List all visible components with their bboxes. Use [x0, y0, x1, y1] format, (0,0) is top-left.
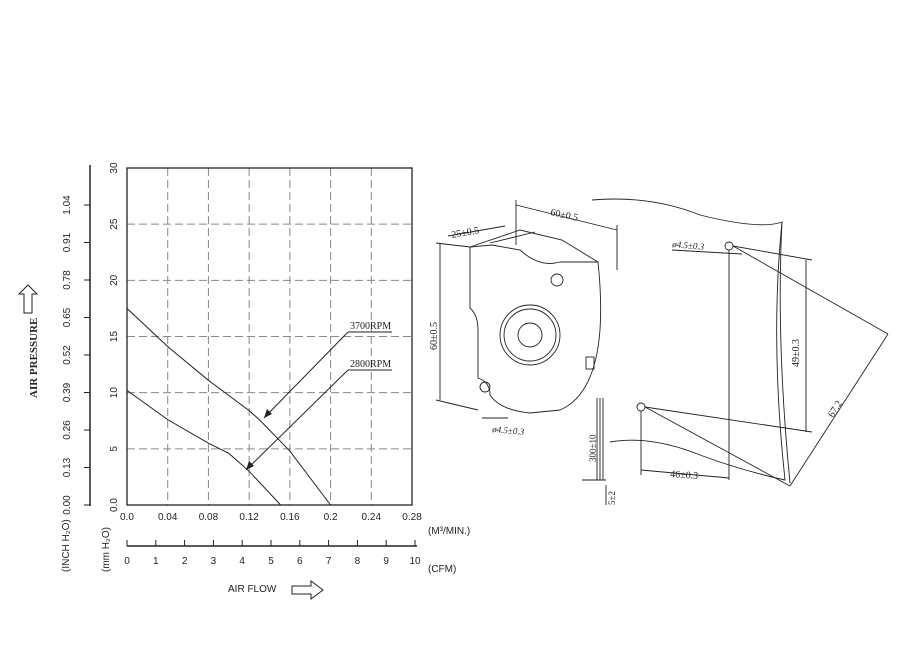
x-tick-label: 0.04 — [158, 512, 178, 523]
y-tick-label: 25 — [109, 218, 120, 230]
cfm-tick-label: 1 — [153, 556, 159, 567]
y2-tick-label: 0.13 — [62, 457, 73, 477]
y2-tick-label: 1.04 — [62, 195, 73, 215]
y-tick-label: 20 — [109, 274, 120, 286]
series-lines: 3700RPM 2800RPM — [126, 308, 392, 506]
dim-lead-length: 300±10 — [588, 434, 598, 462]
x-primary-unit: (M³/MIN.) — [428, 526, 470, 537]
y2-tick-label: 0.52 — [62, 345, 73, 365]
y-primary-unit: (mm H₂O) — [101, 527, 112, 572]
dim-depth: 60±0.5 — [549, 207, 579, 224]
cfm-tick-label: 9 — [383, 556, 389, 567]
grid — [127, 168, 412, 505]
arrowhead-icon — [264, 409, 272, 418]
x-tick-label: 0.12 — [239, 512, 259, 523]
y-tick-label: 30 — [109, 162, 120, 174]
cfm-tick-label: 4 — [239, 556, 245, 567]
cfm-tick-label: 2 — [182, 556, 188, 567]
plot-frame — [126, 167, 413, 506]
arrowhead-icon — [246, 461, 254, 470]
y-tick-label: 10 — [109, 387, 120, 399]
x-tick-label: 0.0 — [120, 512, 134, 523]
dim-hole-right: ø4.5±0.3 — [671, 239, 705, 252]
series-line-2800rpm — [126, 390, 282, 506]
y-secondary-unit: (INCH H₂O) — [61, 519, 72, 572]
series-line-3700rpm — [126, 308, 331, 506]
y-axis-title: AIR PRESSURE — [28, 318, 40, 398]
x-secondary-unit: (CFM) — [428, 564, 456, 575]
dimension-labels: 60±0.5 25±0.5 60±0.5 ø4.5±0.3 ø4.5±0.3 4… — [429, 207, 845, 505]
x-axis-title: AIR FLOW — [228, 584, 277, 595]
dim-hole-spacing-v: 49±0.3 — [791, 339, 802, 367]
y-tick-label: 5 — [109, 446, 120, 452]
dim-lead-strip: 5±2 — [607, 491, 617, 505]
cfm-tick-label: 10 — [409, 556, 421, 567]
cfm-tick-label: 6 — [297, 556, 303, 567]
dim-width: 25±0.5 — [451, 225, 480, 241]
cfm-tick-label: 0 — [124, 556, 130, 567]
cfm-tick-label: 5 — [268, 556, 274, 567]
x-tick-label: 0.2 — [324, 512, 338, 523]
y2-tick-label: 0.65 — [62, 307, 73, 327]
dim-diagonal: 67.2 — [826, 399, 845, 420]
up-arrow-icon — [17, 284, 39, 314]
dim-hole-spacing-h: 46±0.3 — [670, 469, 699, 482]
fan-drawing — [435, 198, 889, 505]
y2-tick-label: 0.39 — [62, 382, 73, 402]
y-tick-label: 0.0 — [109, 498, 120, 512]
leader-line — [263, 331, 349, 419]
dim-hole-left: ø4.5±0.3 — [491, 424, 525, 437]
cfm-tick-label: 8 — [355, 556, 361, 567]
y2-tick-label: 0.91 — [62, 232, 73, 252]
dim-height: 60±0.5 — [429, 322, 440, 350]
cfm-tick-label: 7 — [326, 556, 332, 567]
series-label: 3700RPM — [350, 321, 391, 332]
series-label: 2800RPM — [350, 359, 391, 370]
x-tick-label: 0.08 — [199, 512, 219, 523]
cfm-tick-label: 3 — [211, 556, 217, 567]
x-tick-label: 0.16 — [280, 512, 300, 523]
x-tick-label: 0.28 — [402, 512, 422, 523]
y2-tick-label: 0.78 — [62, 270, 73, 290]
leader-line — [245, 369, 349, 471]
y2-tick-label: 0.26 — [62, 420, 73, 440]
y2-tick-label: 0.00 — [62, 495, 73, 515]
y-tick-label: 15 — [109, 331, 120, 343]
x-tick-label: 0.24 — [362, 512, 382, 523]
right-arrow-icon — [291, 580, 324, 600]
